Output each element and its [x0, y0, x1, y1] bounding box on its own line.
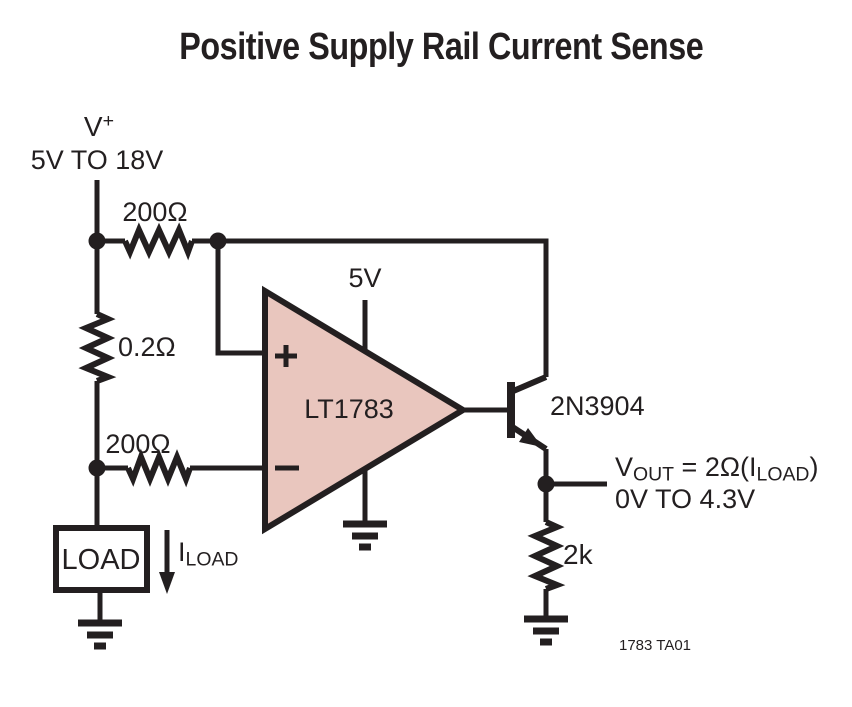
junction-dot	[88, 232, 106, 250]
r-bottom-label: 200Ω	[105, 429, 171, 459]
junction-dot	[537, 475, 555, 493]
resistor-200-top-icon	[122, 222, 195, 261]
ground-icon-opamp	[343, 520, 387, 551]
resistor-2k-icon	[527, 519, 566, 592]
ground-icon-load	[78, 619, 122, 650]
load-label: LOAD	[61, 544, 141, 576]
vplus-label: V+	[83, 110, 115, 142]
title-text: Positive Supply Rail Current Sense	[178, 26, 704, 68]
wire-to-collector	[218, 238, 549, 377]
wire-plus-input	[215, 241, 265, 356]
r-sense-label: 0.2Ω	[118, 332, 176, 362]
vout-range-label: 0V TO 4.3V	[615, 484, 756, 514]
load-box	[53, 525, 150, 593]
vout-equation-label: VOUT = 2Ω(ILOAD)	[615, 452, 819, 486]
resistor-sense-icon	[78, 311, 117, 384]
transistor-icon	[507, 374, 548, 452]
page-title: Positive Supply Rail Current Sense	[30, 26, 852, 69]
iload-arrow-icon	[159, 530, 175, 594]
junction-dot	[88, 459, 106, 477]
emitter-arrow-icon	[519, 428, 542, 447]
junction-dot	[209, 232, 227, 250]
r-emitter-label: 2k	[563, 539, 593, 570]
transistor-label: 2N3904	[550, 391, 645, 421]
plus-input-icon	[275, 345, 297, 367]
resistor-200-bottom-icon	[125, 448, 193, 488]
ground-icon-output	[524, 615, 568, 646]
r-top-label: 200Ω	[122, 197, 188, 227]
junction-dots	[88, 232, 555, 493]
figure-id-label: 1783 TA01	[619, 637, 692, 654]
opamp-supply-label: 5V	[348, 263, 382, 293]
supply-range-label: 5V TO 18V	[30, 145, 164, 175]
opamp-name-label: LT1783	[304, 394, 394, 424]
iload-label: ILOAD	[178, 537, 239, 571]
